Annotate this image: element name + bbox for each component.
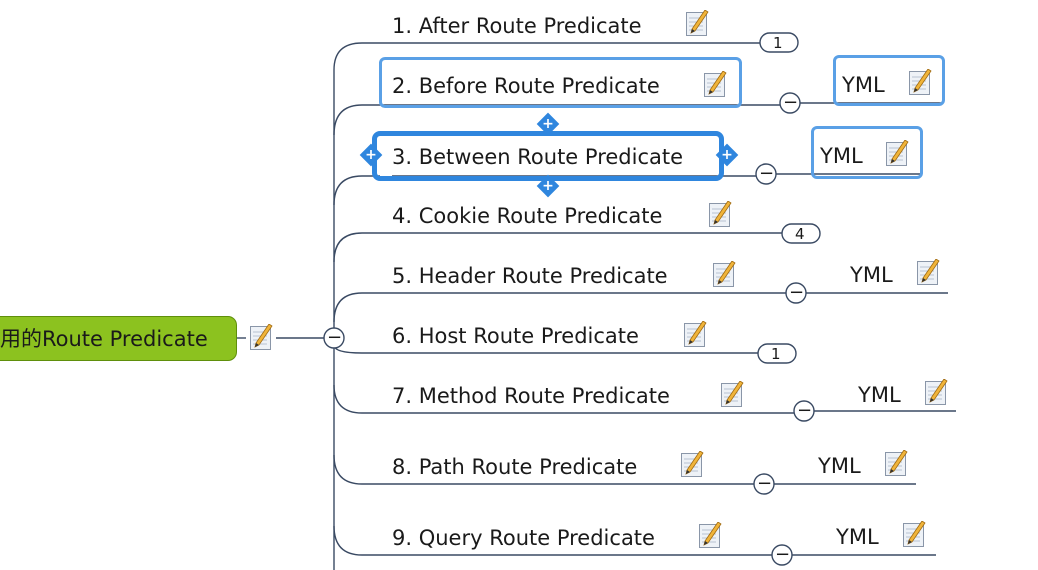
selection-frame-yml-3 <box>811 126 923 179</box>
note-pencil-icon[interactable] <box>925 379 948 405</box>
branch-7-collapse-toggle[interactable]: − <box>797 400 813 421</box>
branch-7-label[interactable]: 7. Method Route Predicate <box>392 384 670 408</box>
branch-9-label[interactable]: 9. Query Route Predicate <box>392 526 655 550</box>
branch-8-child-yml[interactable]: YML <box>818 454 861 478</box>
note-pencil-icon[interactable] <box>917 259 940 285</box>
branch-8-collapse-toggle[interactable]: − <box>757 473 773 494</box>
branch-3-child-yml[interactable]: YML <box>820 144 863 168</box>
note-pencil-icon[interactable] <box>686 10 709 36</box>
note-pencil-icon[interactable] <box>721 381 744 407</box>
branch-9-child-yml[interactable]: YML <box>836 525 879 549</box>
selection-frame-yml-2 <box>833 55 945 106</box>
note-pencil-icon[interactable] <box>709 201 732 227</box>
branch-2-label[interactable]: 2. Before Route Predicate <box>392 74 660 98</box>
note-pencil-icon[interactable] <box>885 450 908 476</box>
expand-handle-right[interactable]: + <box>715 143 739 167</box>
note-pencil-icon[interactable] <box>886 140 909 166</box>
expand-handle-bottom[interactable]: + <box>536 174 560 198</box>
branch-5-child-yml[interactable]: YML <box>850 263 893 287</box>
branch-6-count-badge[interactable]: 1 <box>771 345 781 363</box>
branch-4-count-badge[interactable]: 4 <box>795 225 805 243</box>
note-pencil-icon[interactable] <box>909 69 932 95</box>
branch-5-label[interactable]: 5. Header Route Predicate <box>392 264 668 288</box>
note-pencil-icon[interactable] <box>699 522 722 548</box>
branch-3-label[interactable]: 3. Between Route Predicate <box>392 145 684 169</box>
branch-1-count-badge[interactable]: 1 <box>773 34 783 52</box>
branch-5-collapse-toggle[interactable]: − <box>789 282 805 303</box>
branch-1-label[interactable]: 1. After Route Predicate <box>392 14 642 38</box>
note-pencil-icon[interactable] <box>704 71 727 97</box>
note-pencil-icon[interactable] <box>250 324 273 350</box>
selection-frame-branch-2 <box>379 57 742 108</box>
root-collapse-toggle[interactable]: − <box>327 327 343 348</box>
root-topic-label: 用的Route Predicate <box>0 327 208 351</box>
branch-2-collapse-toggle[interactable]: − <box>783 92 799 113</box>
note-pencil-icon[interactable] <box>681 451 704 477</box>
branch-4-label[interactable]: 4. Cookie Route Predicate <box>392 204 663 228</box>
branch-9-collapse-toggle[interactable]: − <box>775 544 791 565</box>
expand-handle-left[interactable]: + <box>359 143 383 167</box>
branch-6-label[interactable]: 6. Host Route Predicate <box>392 324 639 348</box>
branch-8-label[interactable]: 8. Path Route Predicate <box>392 455 638 479</box>
branch-3-collapse-toggle[interactable]: − <box>759 163 775 184</box>
branch-7-child-yml[interactable]: YML <box>858 383 901 407</box>
note-pencil-icon[interactable] <box>713 261 736 287</box>
expand-handle-top[interactable]: + <box>536 112 560 136</box>
branch-2-child-yml[interactable]: YML <box>842 73 885 97</box>
note-pencil-icon[interactable] <box>684 321 707 347</box>
note-pencil-icon[interactable] <box>903 521 926 547</box>
root-topic[interactable] <box>0 316 237 361</box>
